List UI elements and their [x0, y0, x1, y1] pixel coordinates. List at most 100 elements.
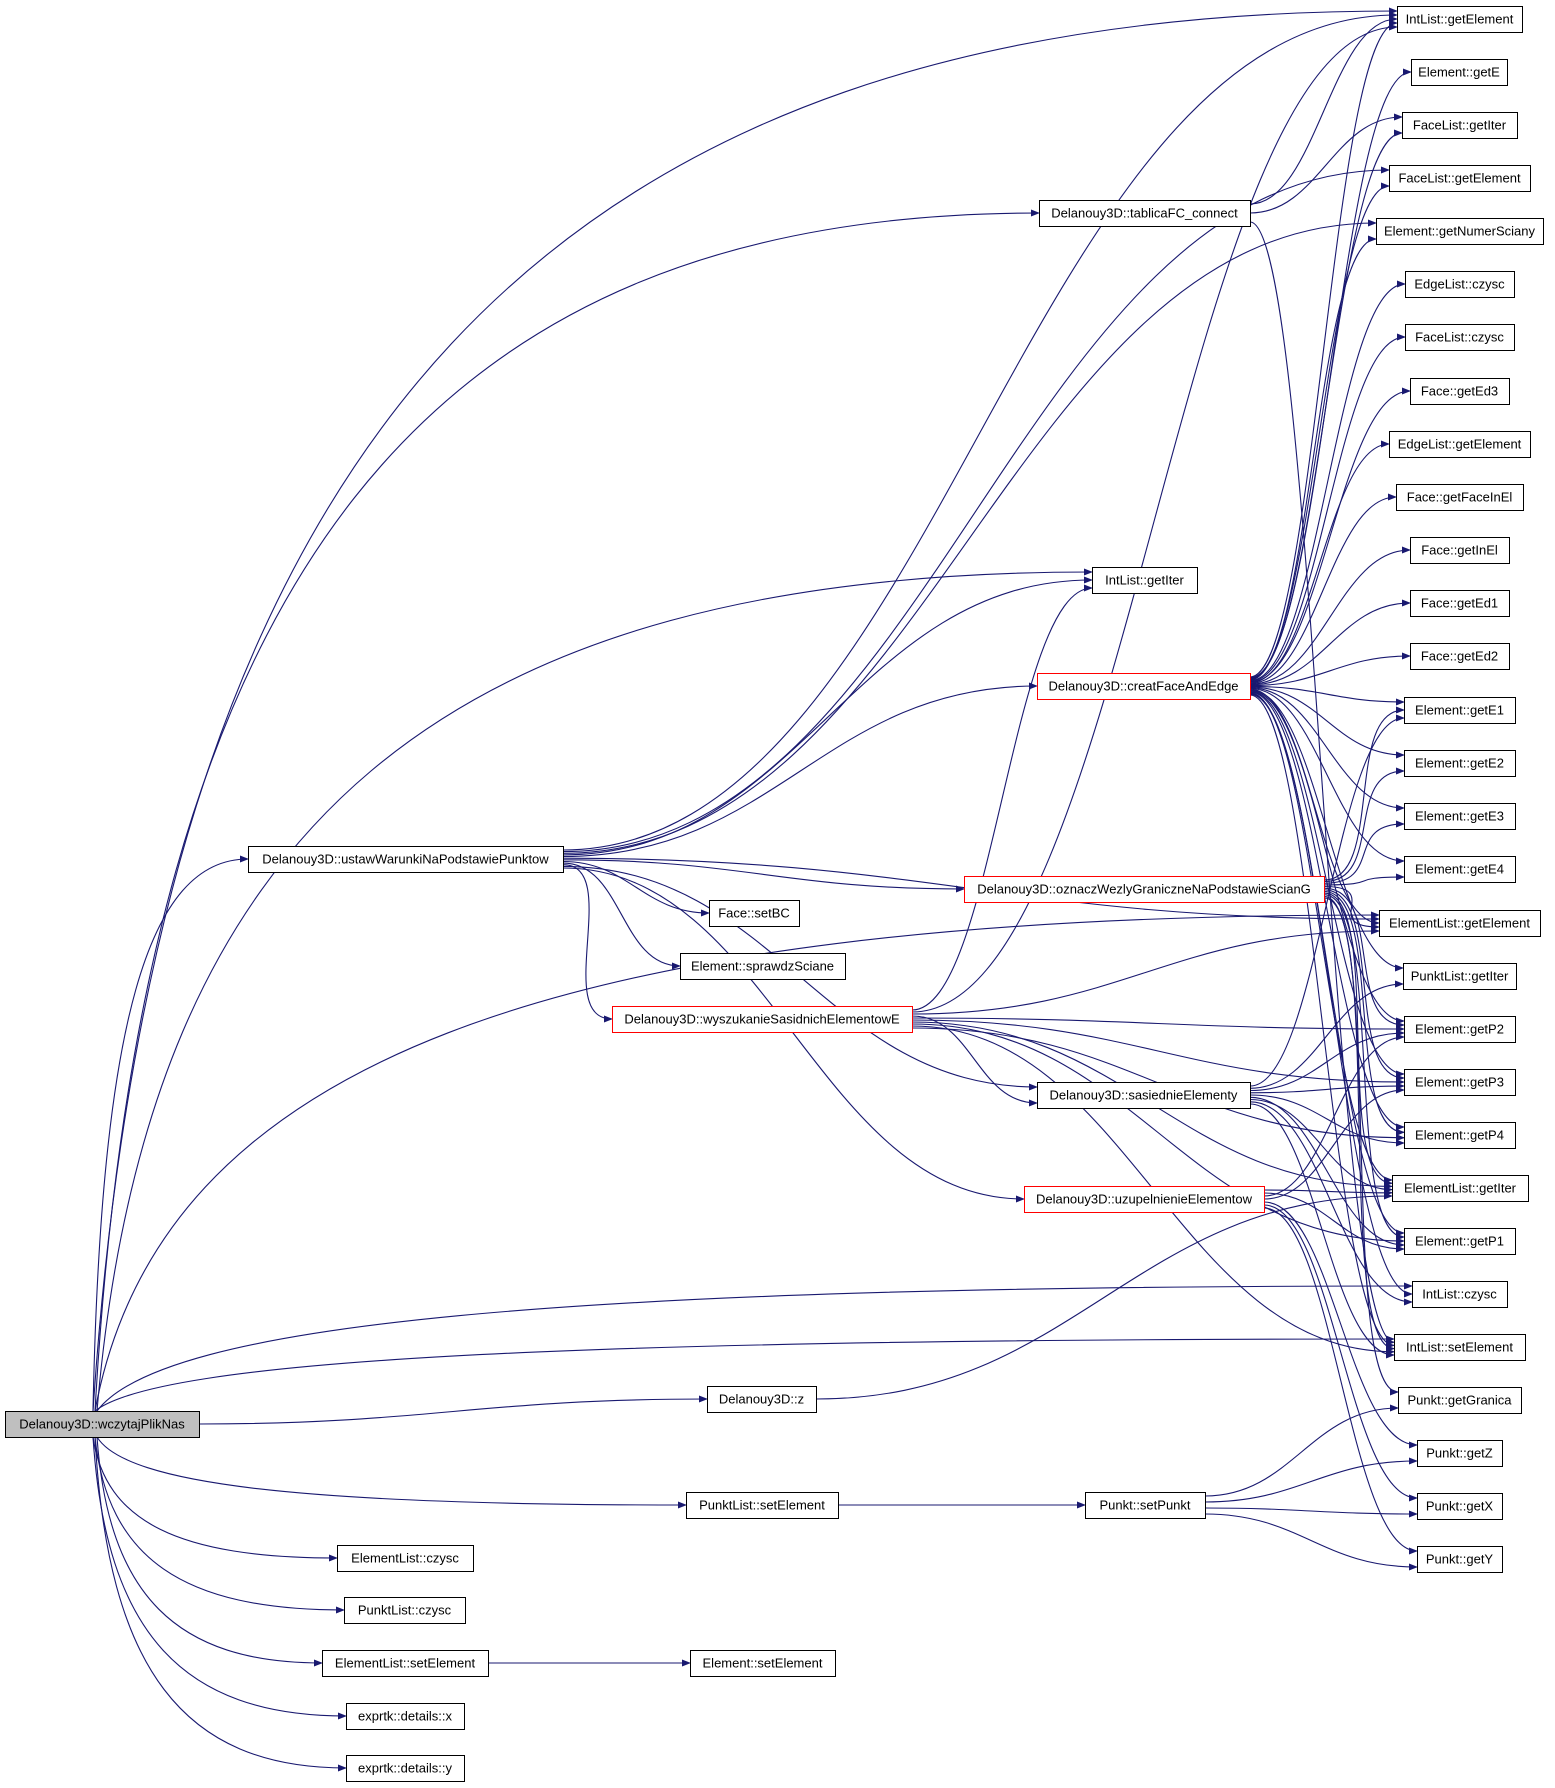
node-face-geted3[interactable]: Face::getEd3: [1410, 378, 1510, 405]
node-box: [709, 900, 800, 927]
node-box: [1394, 1334, 1526, 1361]
edge-sasiednie-to-elist-getiter: [1249, 1098, 1393, 1194]
node-delanouy3d-creatfaceandedge[interactable]: Delanouy3D::creatFaceAndEdge: [1037, 673, 1251, 700]
edge-oznacz-to-e-gete3: [1323, 820, 1405, 884]
node-box: [337, 1545, 474, 1572]
node-punkt-gety[interactable]: Punkt::getY: [1417, 1546, 1503, 1573]
edge-tablicafc-to-fl-getiter: [1249, 113, 1403, 214]
node-element-gete2[interactable]: Element::getE2: [1404, 750, 1516, 777]
node-elementlist-getiter[interactable]: ElementList::getIter: [1392, 1175, 1529, 1202]
node-element-gete4[interactable]: Element::getE4: [1404, 856, 1516, 883]
node-box: [346, 1703, 465, 1730]
node-box: [686, 1492, 839, 1519]
node-face-getfaceinel[interactable]: Face::getFaceInEl: [1396, 484, 1524, 511]
node-elementlist-setelement[interactable]: ElementList::setElement: [322, 1650, 489, 1677]
node-delanouy3d-z[interactable]: Delanouy3D::z: [707, 1386, 817, 1413]
node-box: [1403, 963, 1517, 990]
node-label: FaceList::czysc: [1415, 330, 1504, 345]
node-box: [1410, 590, 1510, 617]
node-facelist-czysc[interactable]: FaceList::czysc: [1405, 324, 1515, 351]
node-intlist-getiter[interactable]: IntList::getIter: [1092, 567, 1198, 594]
node-element-getp1[interactable]: Element::getP1: [1404, 1228, 1516, 1255]
node-label: Element::getE2: [1415, 756, 1504, 771]
node-intlist-setelement[interactable]: IntList::setElement: [1394, 1334, 1526, 1361]
node-box: [1417, 1440, 1503, 1467]
node-delanouy3d-wyszukaniesasidnichelementowe[interactable]: Delanouy3D::wyszukanieSasidnichElementow…: [612, 1006, 913, 1033]
node-delanouy3d-tablicafc-connect[interactable]: Delanouy3D::tablicaFC_connect: [1039, 200, 1251, 227]
node-box: [1417, 1546, 1503, 1573]
node-face-getinel[interactable]: Face::getInEl: [1410, 537, 1510, 564]
node-punkt-getx[interactable]: Punkt::getX: [1417, 1493, 1503, 1520]
node-face-geted2[interactable]: Face::getEd2: [1410, 643, 1510, 670]
node-intlist-czysc[interactable]: IntList::czysc: [1412, 1281, 1508, 1308]
edge-p-setpunkt-to-p-gety: [1204, 1513, 1418, 1571]
node-element-getp4[interactable]: Element::getP4: [1404, 1122, 1516, 1149]
node-punkt-getgranica[interactable]: Punkt::getGranica: [1398, 1387, 1522, 1414]
edge-wyszukanie-to-e-getp2: [911, 1017, 1405, 1033]
node-element-gete1[interactable]: Element::getE1: [1404, 697, 1516, 724]
node-element-setelement[interactable]: Element::setElement: [690, 1650, 836, 1677]
node-label: IntList::czysc: [1422, 1287, 1497, 1302]
edge-creatface-to-e-getnum: [1249, 235, 1377, 681]
node-label: Punkt::getX: [1426, 1499, 1494, 1514]
node-facelist-getelement[interactable]: FaceList::getElement: [1389, 165, 1531, 192]
edge-wyszukanie-to-il-getel: [911, 23, 1398, 1013]
node-punktlist-czysc[interactable]: PunktList::czysc: [344, 1597, 466, 1624]
node-box: [1410, 537, 1510, 564]
node-delanouy3d-ustawwarunkinapodstawiepunktow[interactable]: Delanouy3D::ustawWarunkiNaPodstawiePunkt…: [248, 846, 564, 873]
node-delanouy3d-oznaczwezlygranicznenapodstawiesciang[interactable]: Delanouy3D::oznaczWezlyGraniczneNaPodsta…: [964, 876, 1325, 903]
edge-oznacz-to-e-getp3: [1323, 889, 1405, 1082]
node-label: IntList::getIter: [1105, 573, 1184, 588]
node-label: Element::getP1: [1415, 1234, 1504, 1249]
node-element-gete[interactable]: Element::getE: [1411, 59, 1508, 86]
node-delanouy3d-wczytajpliknas[interactable]: Delanouy3D::wczytajPlikNas: [5, 1411, 200, 1438]
edge-tablicafc-to-il-getel: [1249, 15, 1398, 205]
node-label: PunktList::getIter: [1411, 969, 1509, 984]
edge-creatface-to-e-gete4: [1249, 687, 1405, 865]
node-edgelist-getelement[interactable]: EdgeList::getElement: [1389, 431, 1531, 458]
node-label: Delanouy3D::wyszukanieSasidnichElementow…: [624, 1012, 900, 1027]
node-delanouy3d-uzupelnienieelementow[interactable]: Delanouy3D::uzupelnienieElementow: [1024, 1186, 1265, 1213]
node-elementlist-czysc[interactable]: ElementList::czysc: [337, 1545, 474, 1572]
edge-ustawwarunki-to-face-setbc: [562, 860, 710, 917]
node-box: [1397, 6, 1523, 33]
node-element-getp2[interactable]: Element::getP2: [1404, 1016, 1516, 1043]
node-punktlist-getiter[interactable]: PunktList::getIter: [1403, 963, 1517, 990]
node-label: ElementList::getIter: [1404, 1181, 1517, 1196]
edge-oznacz-to-e-gete2: [1323, 767, 1405, 883]
node-box: [1404, 856, 1516, 883]
edge-sasiednie-to-il-setel: [1249, 1103, 1395, 1359]
edge-d3-z-to-elist-getiter: [815, 1192, 1393, 1400]
node-label: Punkt::setPunkt: [1099, 1498, 1190, 1513]
node-label: Face::getEd2: [1421, 649, 1498, 664]
edge-p-setpunkt-to-p-getz: [1204, 1457, 1418, 1503]
node-element-gete3[interactable]: Element::getE3: [1404, 803, 1516, 830]
edge-wczytajpliknas-to-pl-czysc: [94, 1436, 345, 1614]
node-punktlist-setelement[interactable]: PunktList::setElement: [686, 1492, 839, 1519]
node-element-getp3[interactable]: Element::getP3: [1404, 1069, 1516, 1096]
node-facelist-getiter[interactable]: FaceList::getIter: [1402, 112, 1518, 139]
node-punkt-setpunkt[interactable]: Punkt::setPunkt: [1085, 1492, 1206, 1519]
edge-wczytajpliknas-to-ex-x: [92, 1436, 347, 1720]
node-delanouy3d-sasiednieelementy[interactable]: Delanouy3D::sasiednieElementy: [1037, 1082, 1251, 1109]
edge-wyszukanie-to-sasiednie: [911, 1015, 1038, 1107]
node-box: [344, 1597, 466, 1624]
node-label: Element::getE4: [1415, 862, 1504, 877]
edge-oznacz-to-e-getp4: [1323, 890, 1405, 1136]
edge-creatface-to-fl-getel: [1249, 182, 1390, 680]
node-elementlist-getelement[interactable]: ElementList::getElement: [1379, 910, 1541, 937]
node-element-sprawdzsciane[interactable]: Element::sprawdzSciane: [680, 953, 846, 980]
node-punkt-getz[interactable]: Punkt::getZ: [1417, 1440, 1503, 1467]
node-intlist-getelement[interactable]: IntList::getElement: [1397, 6, 1523, 33]
node-face-geted1[interactable]: Face::getEd1: [1410, 590, 1510, 617]
node-exprtk-details-y[interactable]: exprtk::details::y: [346, 1755, 465, 1782]
node-edgelist-czysc[interactable]: EdgeList::czysc: [1405, 271, 1515, 298]
node-box: [1092, 567, 1198, 594]
edge-wczytajpliknas-to-el-czysc: [92, 1436, 338, 1562]
node-exprtk-details-x[interactable]: exprtk::details::x: [346, 1703, 465, 1730]
node-label: Element::getE3: [1415, 809, 1504, 824]
node-label: EdgeList::getElement: [1398, 437, 1522, 452]
node-element-getnumersciany[interactable]: Element::getNumerSciany: [1376, 218, 1544, 245]
node-label: exprtk::details::x: [358, 1709, 452, 1724]
node-face-setbc[interactable]: Face::setBC: [709, 900, 800, 927]
